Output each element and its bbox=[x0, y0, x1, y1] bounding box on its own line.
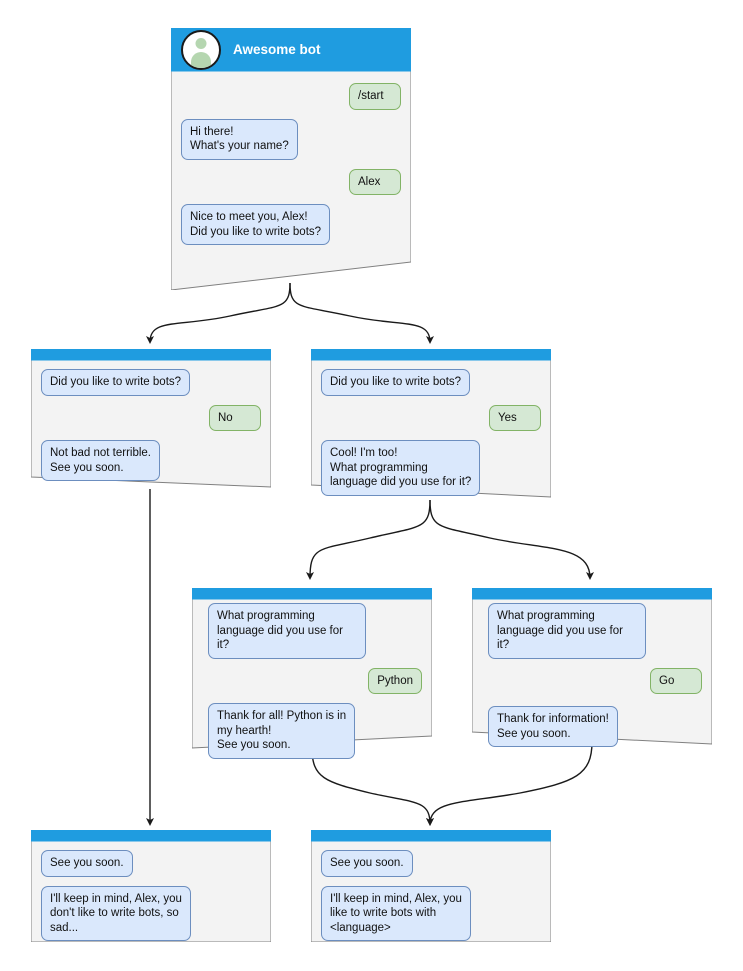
node-end-happy[interactable]: See you soon. I'll keep in mind, Alex, y… bbox=[311, 830, 551, 942]
node-yes-branch-chat: Did you like to write bots? Yes Cool! I'… bbox=[311, 361, 551, 511]
user-message-bubble: No bbox=[209, 404, 261, 431]
message-row: See you soon. bbox=[321, 850, 541, 877]
bot-message-bubble: Hi there! What's your name? bbox=[181, 118, 298, 160]
bot-message-bubble: Thank for all! Python is in my hearth! S… bbox=[208, 703, 356, 759]
bot-message-bubble: I'll keep in mind, Alex, you don't like … bbox=[41, 885, 191, 941]
node-root-chat: /start Hi there! What's your name? Alex … bbox=[171, 71, 411, 260]
message-row: Cool! I'm too! What programming language… bbox=[321, 440, 541, 496]
node-yes-branch-header bbox=[311, 349, 551, 361]
node-end-happy-header bbox=[311, 830, 551, 842]
message-row: See you soon. bbox=[41, 850, 261, 877]
bot-message-bubble: See you soon. bbox=[41, 850, 133, 877]
message-row: Go bbox=[488, 667, 702, 694]
node-end-sad-header bbox=[31, 830, 271, 842]
user-avatar-icon bbox=[181, 29, 221, 70]
bot-message-bubble: Cool! I'm too! What programming language… bbox=[321, 440, 481, 496]
message-row: I'll keep in mind, Alex, you don't like … bbox=[41, 885, 261, 941]
message-row: Did you like to write bots? bbox=[321, 369, 541, 396]
bot-message-bubble: What programming language did you use fo… bbox=[488, 603, 647, 659]
user-message-bubble: Python bbox=[368, 667, 422, 694]
message-row: What programming language did you use fo… bbox=[208, 603, 422, 659]
node-python-branch-header bbox=[192, 588, 432, 595]
node-go-branch-chat: What programming language did you use fo… bbox=[472, 595, 712, 762]
node-go-branch-header bbox=[472, 588, 712, 595]
node-python-branch-chat: What programming language did you use fo… bbox=[192, 595, 432, 774]
bot-message-bubble: Did you like to write bots? bbox=[41, 369, 191, 396]
user-message-bubble: Alex bbox=[349, 168, 401, 195]
bot-message-bubble: Not bad not terrible. See you soon. bbox=[41, 440, 161, 481]
node-root-header: Awesome bot bbox=[171, 28, 411, 71]
bot-title: Awesome bot bbox=[233, 42, 321, 57]
message-row: Python bbox=[208, 667, 422, 694]
bot-message-bubble: Did you like to write bots? bbox=[321, 369, 471, 396]
node-go-branch[interactable]: What programming language did you use fo… bbox=[472, 588, 712, 747]
message-row: Thank for all! Python is in my hearth! S… bbox=[208, 703, 422, 759]
message-row: What programming language did you use fo… bbox=[488, 603, 702, 659]
node-end-sad-chat: See you soon. I'll keep in mind, Alex, y… bbox=[31, 842, 271, 956]
message-row: Not bad not terrible. See you soon. bbox=[41, 440, 261, 481]
message-row: Did you like to write bots? bbox=[41, 369, 261, 396]
node-no-branch-chat: Did you like to write bots? No Not bad n… bbox=[31, 361, 271, 496]
bot-message-bubble: I'll keep in mind, Alex, you like to wri… bbox=[321, 885, 471, 941]
edge-root-to-no bbox=[146, 282, 291, 344]
message-row: Yes bbox=[321, 404, 541, 431]
edge-yes-to-python bbox=[306, 499, 431, 580]
bot-message-bubble: Nice to meet you, Alex! Did you like to … bbox=[181, 204, 331, 245]
node-end-sad[interactable]: See you soon. I'll keep in mind, Alex, y… bbox=[31, 830, 271, 942]
message-row: Alex bbox=[181, 168, 401, 195]
node-python-branch[interactable]: What programming language did you use fo… bbox=[192, 588, 432, 759]
node-yes-branch[interactable]: Did you like to write bots? Yes Cool! I'… bbox=[311, 349, 551, 501]
bot-message-bubble: See you soon. bbox=[321, 850, 413, 877]
node-no-branch-header bbox=[31, 349, 271, 361]
bot-message-bubble: What programming language did you use fo… bbox=[208, 603, 367, 659]
node-root[interactable]: Awesome bot /start Hi there! What's your… bbox=[171, 28, 411, 290]
edge-root-to-yes bbox=[289, 282, 434, 344]
message-row: /start bbox=[181, 83, 401, 110]
node-end-happy-chat: See you soon. I'll keep in mind, Alex, y… bbox=[311, 842, 551, 956]
user-message-bubble: Go bbox=[650, 667, 702, 694]
bot-message-bubble: Thank for information! See you soon. bbox=[488, 706, 618, 747]
edge-yes-to-go bbox=[429, 499, 594, 580]
message-row: Thank for information! See you soon. bbox=[488, 706, 702, 747]
message-row: No bbox=[41, 404, 261, 431]
node-no-branch[interactable]: Did you like to write bots? No Not bad n… bbox=[31, 349, 271, 491]
message-row: Hi there! What's your name? bbox=[181, 118, 401, 160]
user-message-bubble: /start bbox=[349, 83, 401, 110]
message-row: I'll keep in mind, Alex, you like to wri… bbox=[321, 885, 541, 941]
user-message-bubble: Yes bbox=[489, 404, 541, 431]
message-row: Nice to meet you, Alex! Did you like to … bbox=[181, 204, 401, 245]
